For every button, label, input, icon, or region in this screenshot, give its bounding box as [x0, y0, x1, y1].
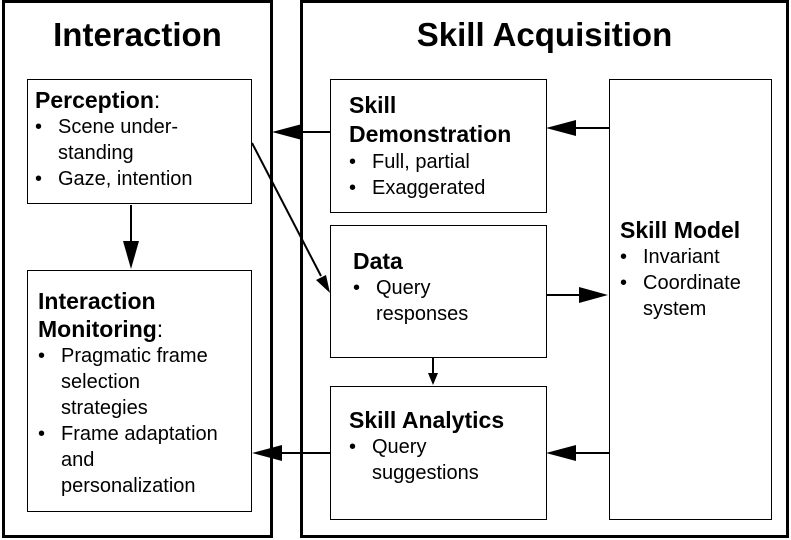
arrow-perception-to-data — [251, 142, 322, 277]
interaction-monitoring-title: Interaction Monitoring: — [38, 288, 164, 342]
perception-bullets: Scene under- standing Gaze, intention — [35, 114, 251, 192]
model-bullet-invariant: Invariant — [620, 244, 771, 270]
arrowhead-analytics-to-monitoring — [252, 445, 282, 461]
skill-analytics-title: Skill Analytics — [349, 407, 505, 433]
skill-demonstration-bullets: Full, partial Exaggerated — [349, 149, 546, 201]
skill-model-box: Skill Model Invariant Coordinate system — [609, 79, 772, 520]
skill-demonstration-title: Skill Demonstration — [349, 92, 512, 147]
skill-model-bullets: Invariant Coordinate system — [620, 244, 771, 322]
interaction-monitoring-bullets: Pragmatic frame selection strategies Fra… — [38, 343, 251, 499]
data-bullet-query-responses: Query responses — [353, 275, 546, 327]
arrowhead-model-to-analytics — [546, 445, 576, 461]
arrowhead-data-to-analytics — [428, 373, 438, 385]
perception-bullet-scene: Scene under- standing — [35, 114, 251, 166]
demonstration-bullet-exaggerated: Exaggerated — [349, 175, 546, 201]
data-bullets: Query responses — [353, 275, 546, 327]
interaction-title: Interaction — [53, 16, 222, 53]
skill-acquisition-title: Skill Acquisition — [416, 16, 673, 53]
model-bullet-coordinate: Coordinate system — [620, 270, 771, 322]
perception-box: Perception: Scene under- standing Gaze, … — [27, 79, 252, 204]
arrowhead-perception-to-data — [316, 275, 330, 293]
skill-analytics-box: Skill Analytics Query suggestions — [330, 386, 547, 520]
data-title: Data — [353, 248, 403, 274]
demonstration-bullet-full: Full, partial — [349, 149, 546, 175]
arrowhead-perception-to-monitoring — [123, 241, 139, 269]
perception-title: Perception: — [35, 87, 161, 113]
interaction-monitoring-box: Interaction Monitoring: Pragmatic frame … — [27, 270, 252, 512]
monitoring-bullet-adaptation: Frame adaptation and personalization — [38, 421, 251, 499]
skill-analytics-bullets: Query suggestions — [349, 434, 546, 486]
perception-bullet-gaze: Gaze, intention — [35, 166, 251, 192]
analytics-bullet-query-suggestions: Query suggestions — [349, 434, 546, 486]
data-box: Data Query responses — [330, 225, 547, 358]
arrowhead-model-to-demonstration — [546, 120, 576, 136]
skill-demonstration-box: Skill Demonstration Full, partial Exagge… — [330, 79, 547, 213]
arrowhead-demonstration-to-perception — [272, 124, 302, 140]
arrowhead-data-to-model — [579, 287, 608, 303]
monitoring-bullet-pragmatic: Pragmatic frame selection strategies — [38, 343, 251, 421]
skill-model-title: Skill Model — [620, 217, 741, 243]
